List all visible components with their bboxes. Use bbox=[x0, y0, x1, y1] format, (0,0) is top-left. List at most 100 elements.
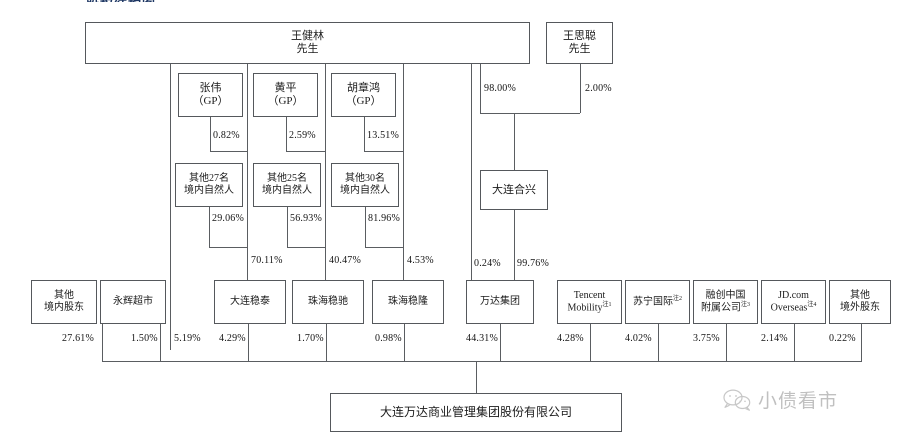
pct-other-domestic-to-listco: 27.61% bbox=[62, 333, 95, 344]
pct-other-foreign-to-listco: 0.22% bbox=[829, 333, 856, 344]
conn-other25-horizontal bbox=[287, 247, 325, 248]
node-wang-sicong-line-2: 先生 bbox=[568, 43, 591, 55]
node-suning-international[interactable]: 苏宁国际注2 bbox=[625, 280, 690, 324]
node-yonghui-superstores[interactable]: 永辉超市 bbox=[100, 280, 166, 324]
pct-huzhanghong-to-wenlong: 13.51% bbox=[367, 130, 400, 141]
node-other25-line-2: 境内自然人 bbox=[262, 185, 312, 196]
wechat-bubbles-icon bbox=[723, 388, 751, 411]
watermark-text: 小债看市 bbox=[758, 391, 839, 412]
node-wang-sicong-line-1: 王思聪 bbox=[563, 30, 596, 43]
watermark: 小债看市 bbox=[722, 386, 838, 413]
node-wang-jianlin[interactable]: 王健林 先生 bbox=[85, 22, 530, 64]
conn-wjl-to-hexing-horizontal bbox=[480, 113, 514, 114]
node-huzhanghong-gp[interactable]: 胡章鸿 （GP） bbox=[331, 73, 396, 117]
conn-other30-drop bbox=[365, 207, 366, 247]
pct-wenchi-to-listco: 1.70% bbox=[297, 333, 324, 344]
conn-suning-to-bus bbox=[658, 324, 659, 361]
node-sunac-note: 注3 bbox=[740, 301, 750, 308]
pct-hexing-to-wanda: 99.76% bbox=[517, 258, 550, 269]
node-jd-note: 注4 bbox=[807, 301, 817, 308]
conn-wjl-to-col-325 bbox=[325, 64, 326, 247]
pct-wanda-to-listco: 44.31% bbox=[466, 333, 499, 344]
pct-other27-to-wentai: 29.06% bbox=[212, 213, 245, 224]
node-suning-note: 注2 bbox=[672, 295, 682, 302]
node-wang-sicong[interactable]: 王思聪 先生 bbox=[546, 22, 613, 64]
node-huangping-gp[interactable]: 黄平 （GP） bbox=[253, 73, 318, 117]
node-huzhanghong-line-1: 胡章鸿 bbox=[347, 82, 380, 95]
node-tencent-line-2-text: Mobility bbox=[567, 302, 603, 314]
conn-wsc-drop bbox=[580, 64, 581, 113]
node-jd-line-2-text: Overseas bbox=[770, 302, 808, 314]
conn-wenlong-to-bus bbox=[404, 324, 405, 361]
node-dalian-hexing[interactable]: 大连合兴 bbox=[480, 170, 548, 210]
pct-other25-to-wenchi: 56.93% bbox=[290, 213, 323, 224]
node-listed-company-line-1: 大连万达商业管理集团股份有限公司 bbox=[379, 405, 572, 420]
conn-wjl-to-hexing-drop bbox=[480, 64, 481, 113]
conn-zhangwei-drop bbox=[210, 117, 211, 151]
node-other25-line-1: 其他25名 bbox=[267, 173, 307, 185]
node-tencent-line-1: Tencent bbox=[573, 290, 606, 302]
conn-tencent-to-bus bbox=[590, 324, 591, 361]
node-sunac-china-subsidiary[interactable]: 融创中国 附属公司注3 bbox=[693, 280, 758, 324]
node-other30-line-2: 境内自然人 bbox=[340, 185, 390, 196]
page-title-fragment: 股权结构图 bbox=[86, 0, 156, 2]
node-other30-line-1: 其他30名 bbox=[345, 173, 385, 185]
node-huzhanghong-line-2: （GP） bbox=[345, 95, 382, 107]
pct-huangping-to-wenchi: 2.59% bbox=[289, 130, 316, 141]
node-other-foreign-shareholders[interactable]: 其他 境外股东 bbox=[829, 280, 891, 324]
node-zhangwei-line-1: 张伟 bbox=[199, 82, 222, 95]
conn-other27-drop bbox=[209, 207, 210, 247]
conn-hexing-to-wanda bbox=[514, 210, 515, 280]
node-other-domestic-line-1: 其他 bbox=[54, 290, 74, 302]
node-zhuhai-wenlong[interactable]: 珠海稳隆 bbox=[372, 280, 444, 324]
node-zhuhai-wenlong-line-1: 珠海稳隆 bbox=[388, 296, 428, 308]
node-other-30-natural-persons[interactable]: 其他30名 境内自然人 bbox=[331, 163, 399, 207]
conn-wentai-to-bus bbox=[248, 324, 249, 361]
node-zhuhai-wenchi-line-1: 珠海稳驰 bbox=[308, 296, 348, 308]
node-other-27-natural-persons[interactable]: 其他27名 境内自然人 bbox=[175, 163, 243, 207]
node-tencent-mobility[interactable]: Tencent Mobility注1 bbox=[557, 280, 622, 324]
conn-bus-to-listco bbox=[476, 361, 477, 393]
node-zhuhai-wenchi[interactable]: 珠海稳驰 bbox=[292, 280, 364, 324]
node-wanda-group[interactable]: 万达集团 bbox=[466, 280, 534, 324]
conn-col-403-to-wenlong bbox=[403, 247, 404, 280]
node-sunac-line-2: 附属公司注3 bbox=[701, 302, 750, 314]
node-tencent-line-2: Mobility注1 bbox=[567, 302, 611, 314]
node-zhangwei-gp[interactable]: 张伟 （GP） bbox=[178, 73, 243, 117]
node-huangping-line-2: （GP） bbox=[267, 95, 304, 107]
node-tencent-note: 注1 bbox=[602, 301, 612, 308]
node-other27-line-2: 境内自然人 bbox=[184, 185, 234, 196]
node-suning-line-1: 苏宁国际注2 bbox=[633, 296, 682, 308]
node-dalian-wentai[interactable]: 大连稳泰 bbox=[214, 280, 286, 324]
pct-other30-to-wenlong: 81.96% bbox=[368, 213, 401, 224]
pct-wjl-to-listco: 5.19% bbox=[174, 333, 201, 344]
conn-other27-horizontal bbox=[209, 247, 247, 248]
pct-tencent-to-listco: 4.28% bbox=[557, 333, 584, 344]
conn-huzhanghong-drop bbox=[364, 117, 365, 151]
conn-other30-horizontal bbox=[365, 247, 403, 248]
pct-wsc-to-hexing: 2.00% bbox=[585, 83, 612, 94]
pct-jd-to-listco: 2.14% bbox=[761, 333, 788, 344]
node-other-domestic-shareholders[interactable]: 其他 境内股东 bbox=[31, 280, 97, 324]
conn-wanda-to-bus bbox=[500, 324, 501, 361]
conn-sunac-to-bus bbox=[726, 324, 727, 361]
conn-other25-drop bbox=[287, 207, 288, 247]
node-other-25-natural-persons[interactable]: 其他25名 境内自然人 bbox=[253, 163, 321, 207]
node-jd-line-1: JD.com bbox=[778, 290, 809, 302]
conn-hexing-top-stem bbox=[514, 113, 515, 170]
conn-wjl-to-col-403 bbox=[403, 64, 404, 247]
node-wanda-group-line-1: 万达集团 bbox=[480, 296, 520, 308]
pct-wenlong-to-listco: 0.98% bbox=[375, 333, 402, 344]
node-wang-jianlin-line-1: 王健林 bbox=[291, 30, 324, 43]
node-huangping-line-1: 黄平 bbox=[274, 82, 297, 95]
conn-other-foreign-to-bus bbox=[861, 324, 862, 361]
node-jd-com-overseas[interactable]: JD.com Overseas注4 bbox=[761, 280, 826, 324]
conn-yonghui-to-bus bbox=[160, 324, 161, 361]
pct-sunac-to-listco: 3.75% bbox=[693, 333, 720, 344]
conn-col-325-to-wenchi bbox=[325, 247, 326, 280]
node-listed-company[interactable]: 大连万达商业管理集团股份有限公司 bbox=[330, 393, 622, 432]
pct-suning-to-listco: 4.02% bbox=[625, 333, 652, 344]
pct-wjl-to-hexing: 98.00% bbox=[484, 83, 517, 94]
pct-wjl-to-wentai: 70.11% bbox=[251, 255, 283, 266]
